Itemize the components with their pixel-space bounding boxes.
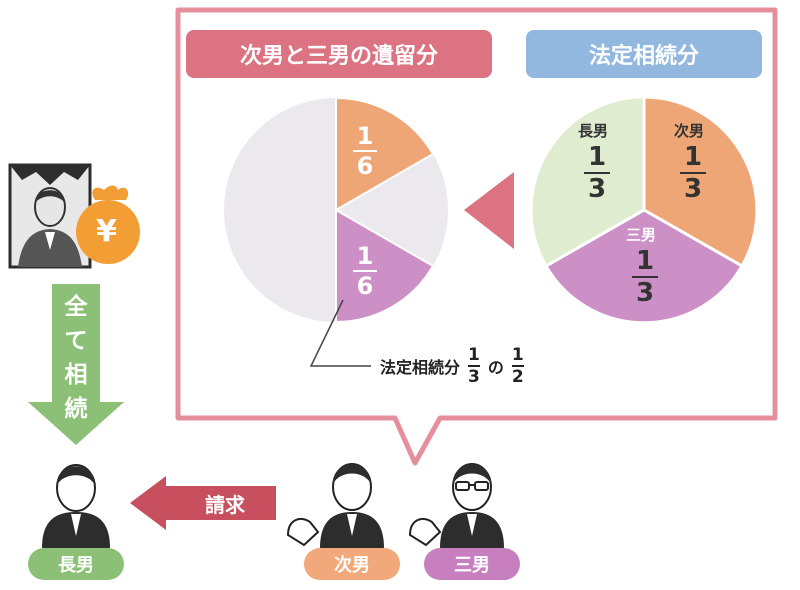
inherit-all-char: 全 [64,294,88,320]
legal-third-label: 三男 [626,226,657,244]
inherit-all-char: て [64,328,88,354]
second-son-figure [286,463,384,548]
legal-third-fraction: 1 3 [632,246,658,308]
pie-slice-second [642,95,759,269]
inherit-all-char: 相 [64,362,88,388]
reserved-share-header: 次男と三男の遺留分 [186,30,492,78]
legal-second-fraction: 1 3 [680,142,706,204]
eldest-son-figure [42,464,110,548]
inherit-all-char: 続 [64,396,88,422]
pie-slice-eldest [529,95,646,269]
inherit-all-text: 全て相続 [52,290,100,426]
legal-eldest-fraction: 1 3 [584,142,610,204]
money-bag-icon [76,185,140,264]
formula-connector: の [487,358,504,377]
formula-prefix: 法定相続分 [380,358,461,377]
third-son-badge: 三男 [424,548,520,580]
legal-eldest-label: 長男 [578,122,609,140]
formula-pointer-line [309,299,371,367]
legal-share-pie [529,95,759,325]
pie-slice-third-son [335,208,435,324]
second-son-badge: 次男 [304,548,400,580]
pointer-triangle [464,172,514,249]
third-son-figure [408,463,504,548]
reserved-second-fraction: 1 6 [353,122,377,180]
yen-symbol: ¥ [96,214,117,249]
claim-text: 請求 [205,493,245,517]
deceased-portrait [8,163,92,269]
pie-slice-second-son [335,96,435,212]
speech-bubble-frame [175,7,778,466]
eldest-son-badge: 長男 [28,548,124,580]
legal-share-header: 法定相続分 [526,30,762,78]
claim-arrow [130,476,276,530]
legal-second-label: 次男 [674,122,705,140]
inherit-all-arrow [28,284,124,445]
reserved-third-fraction: 1 6 [353,242,377,300]
reserved-share-pie [224,96,448,324]
